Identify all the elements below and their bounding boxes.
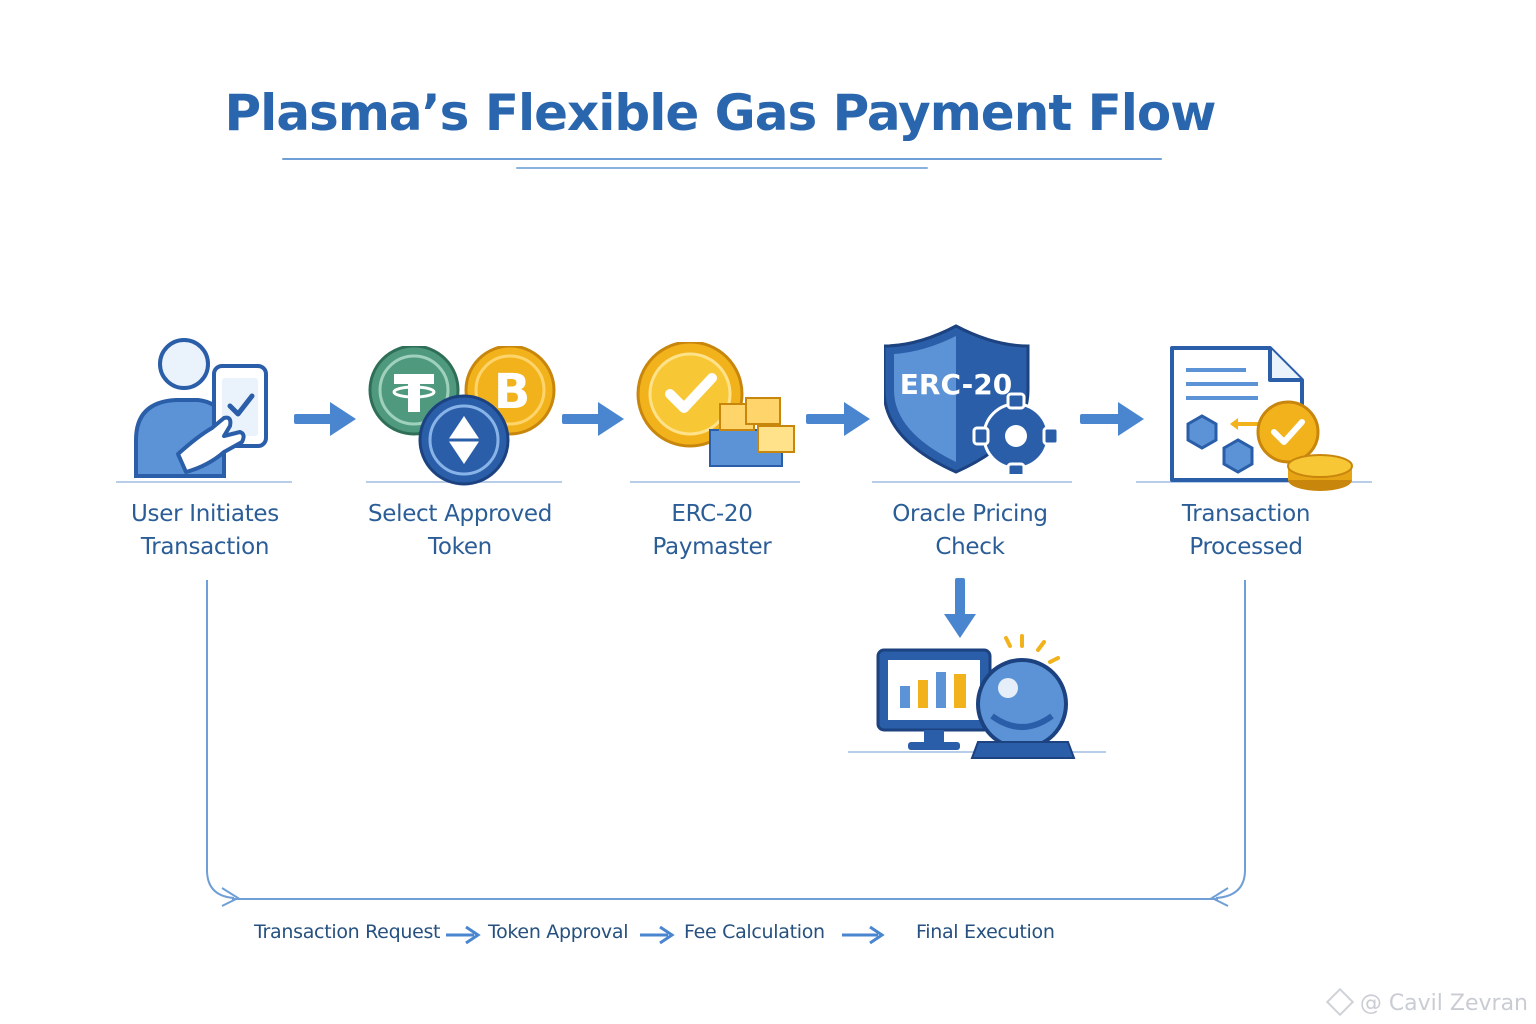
oracle-monitor-crystal-ball-icon (874, 630, 1080, 766)
user-phone-icon (128, 336, 278, 484)
paymaster-coin-icon (634, 342, 804, 472)
right-return-line (1216, 580, 1245, 898)
subflow-fee-calculation: Fee Calculation (684, 921, 825, 943)
oracle-down-arrow (944, 578, 976, 638)
subflow-arrow-3 (842, 927, 882, 943)
shield-gear-icon: ERC-20 (884, 324, 1060, 474)
flow-arrow-3 (806, 402, 870, 436)
flow-arrow-2 (562, 402, 624, 436)
document-check-icon (1166, 344, 1358, 494)
step-label-select-token: Select Approved Token (330, 498, 590, 564)
step-label-oracle-check: Oracle Pricing Check (840, 498, 1100, 564)
token-coins-icon: B (364, 346, 560, 486)
shield-label: ERC-20 (900, 368, 1012, 401)
flow-arrow-4 (1080, 402, 1144, 436)
subflow-final-execution: Final Execution (916, 921, 1055, 943)
flow-arrow-1 (294, 402, 356, 436)
watermark-logo-icon (1326, 988, 1354, 1016)
subflow-token-approval: Token Approval (488, 921, 628, 943)
subflow-arrow-2 (640, 927, 672, 943)
left-return-line (207, 580, 234, 898)
subflow-arrow-1 (446, 927, 478, 943)
step-label-processed: Transaction Processed (1116, 498, 1376, 564)
watermark: @ Cavil Zevran (1330, 991, 1528, 1016)
subflow-transaction-request: Transaction Request (254, 921, 440, 943)
step-label-paymaster: ERC-20 Paymaster (582, 498, 842, 564)
step-label-user-initiates: User Initiates Transaction (75, 498, 335, 564)
